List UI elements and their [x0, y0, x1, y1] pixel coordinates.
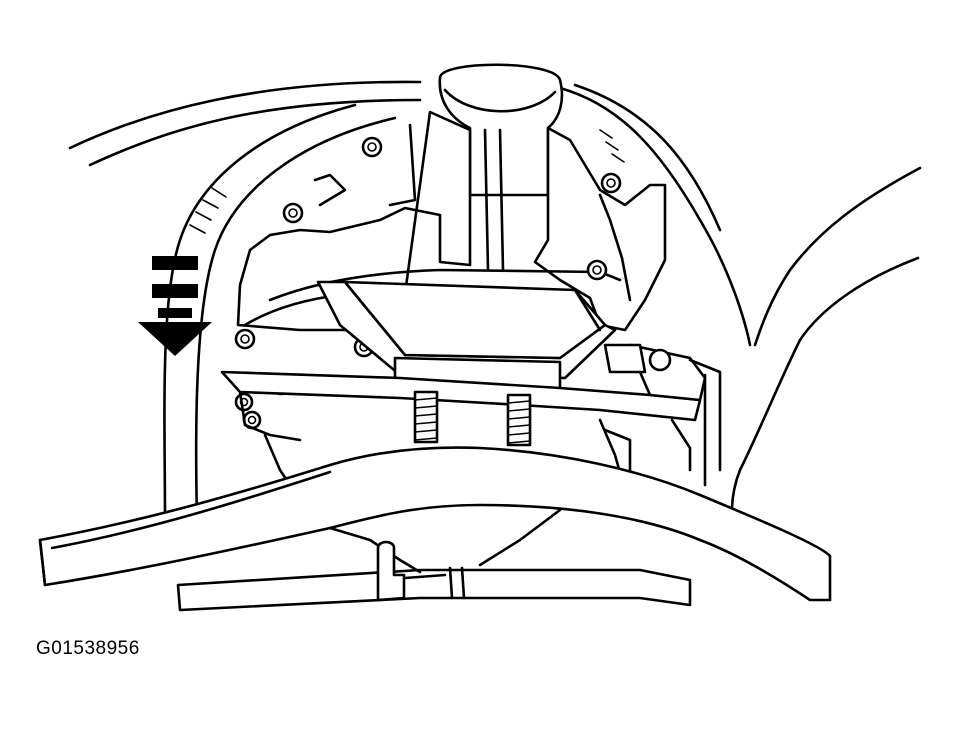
floor-outline-right	[558, 83, 922, 547]
figure-id-label: G01538956	[36, 638, 140, 659]
crossmember-bracket	[220, 343, 722, 487]
down-arrow-icon	[138, 256, 212, 356]
floor-outline-left	[68, 80, 422, 522]
transmission-housing	[236, 63, 667, 332]
lower-pipe	[176, 508, 692, 612]
mount-studs	[413, 390, 532, 447]
frame-crossmember	[38, 446, 832, 602]
